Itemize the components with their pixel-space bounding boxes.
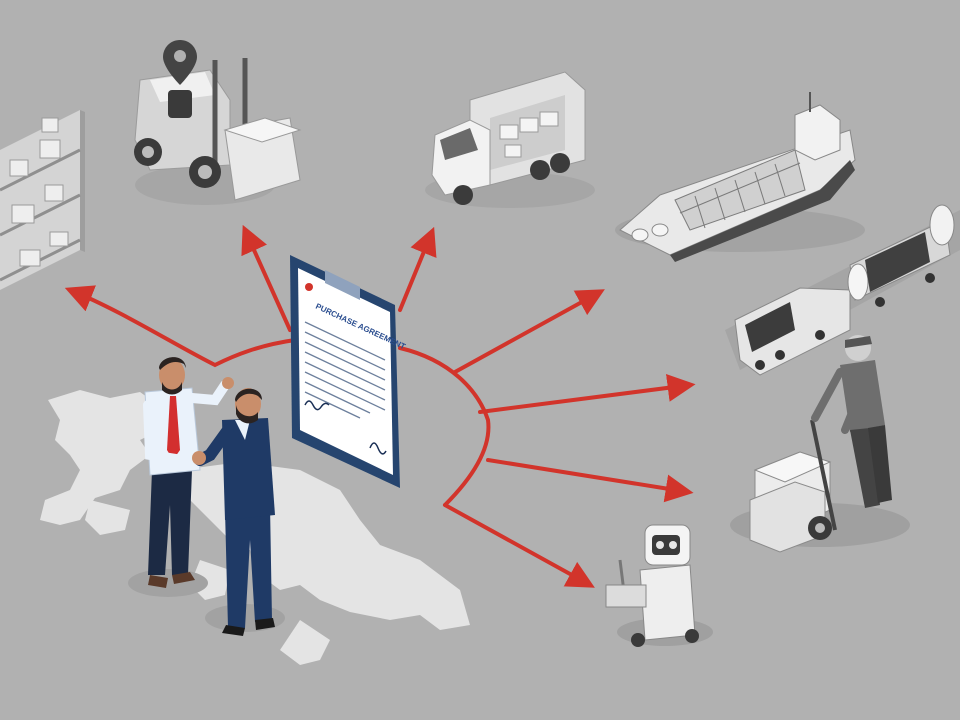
businessman-right [192,388,275,636]
handshake-businessmen-icon [128,357,285,636]
arrow-to-truck [398,226,437,312]
clipboard-document-icon: PURCHASE AGREEMENT [290,255,407,488]
signature-left [304,400,330,411]
location-pin-icon [163,40,197,85]
delivery-robot-icon [605,524,713,647]
arrow-to-forklift [241,224,292,332]
arrows [64,224,696,588]
warehouse-shelving-icon [0,110,85,290]
businessman-left [143,357,234,588]
delivery-truck-icon [425,71,595,208]
signature-right [369,442,387,455]
forklift-icon [134,58,302,205]
arrow-to-worker [486,458,694,503]
delivery-worker-hand-truck-icon [730,335,910,553]
arrow-branch-right [398,346,491,507]
freight-train-icon [725,204,960,376]
arrow-to-warehouse [64,285,297,368]
arrow-to-ship [453,289,605,374]
container-ship-icon [615,92,865,262]
arrow-to-train [478,373,696,414]
arrow-to-robot [443,503,595,588]
